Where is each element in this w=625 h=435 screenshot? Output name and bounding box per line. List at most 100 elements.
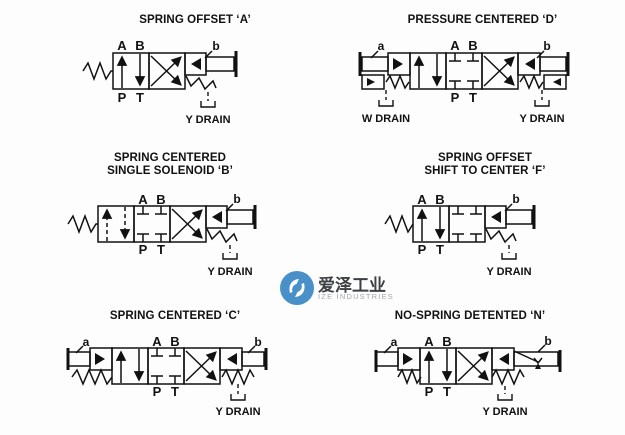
valve-b-title-line1: SPRING CENTERED — [113, 152, 227, 164]
blocked-center-box — [147, 347, 185, 385]
flow-arrows-box — [412, 205, 450, 243]
ize-logo-icon — [280, 271, 314, 305]
solenoid-b-box — [491, 347, 515, 371]
valve-f-title-line1: SPRING OFFSET — [438, 152, 532, 164]
blocked-center-box — [448, 205, 486, 243]
solenoid-b-label: b — [512, 192, 519, 206]
valve-c-panel: SPRING CENTERED ‘C’ a — [20, 310, 330, 430]
valve-d-title: PRESSURE CENTERED ‘D’ — [407, 14, 558, 26]
valve-f-title-line2: SHIFT TO CENTER ‘F’ — [424, 165, 546, 177]
solenoid-a-box — [374, 345, 421, 372]
flow-arrows-box — [409, 52, 447, 90]
spring-left-icon — [82, 60, 113, 82]
spring-under-solenoid-b-icon — [491, 368, 525, 386]
solenoid-b-label: b — [233, 192, 240, 206]
solenoid-b-box — [484, 203, 536, 229]
valve-d-diagram: a — [358, 38, 570, 125]
port-label-t: T — [157, 242, 165, 257]
spring-under-solenoid-icon — [485, 228, 517, 244]
spring-under-solenoid-a-icon — [397, 367, 422, 386]
port-label-a: A — [117, 38, 127, 53]
pilot-box-right — [519, 74, 567, 90]
port-label-t: T — [443, 384, 451, 399]
port-label-p: P — [451, 90, 460, 105]
solenoid-b-box — [184, 50, 238, 77]
solenoid-a-box — [66, 345, 113, 371]
port-label-a: A — [424, 334, 434, 349]
dashed-arrows-box — [97, 205, 135, 243]
port-label-b: B — [442, 334, 451, 349]
valve-f-panel: SPRING OFFSET SHIFT TO CENTER ‘F’ — [360, 152, 610, 292]
spring-under-solenoid-a-icon — [71, 368, 113, 386]
drain-label: Y DRAIN — [215, 406, 260, 418]
valve-c-title: SPRING CENTERED ‘C’ — [109, 310, 241, 322]
pilot-box-left — [361, 74, 410, 90]
port-label-a: A — [138, 192, 148, 207]
valve-b-title-line2: SINGLE SOLENOID ‘B’ — [107, 165, 233, 177]
valve-d-panel: PRESSURE CENTERED ‘D’ a — [340, 14, 625, 144]
watermark-company-cn: 爱泽工业 — [318, 276, 386, 295]
solenoid-a-label: a — [391, 335, 398, 349]
flow-arrows-box — [111, 347, 149, 385]
port-label-t: T — [136, 90, 144, 105]
drain-symbol-left — [378, 90, 394, 107]
crossed-arrows-box — [148, 52, 186, 90]
solenoid-b-label: b — [543, 39, 550, 53]
solenoid-b-label: b — [212, 39, 219, 53]
valve-n-panel: NO-SPRING DETENTED ‘N’ a — [350, 310, 590, 430]
crossed-arrows-box — [455, 347, 493, 385]
spring-under-solenoid-icon — [185, 75, 217, 91]
port-label-p: P — [118, 90, 127, 105]
crossed-arrows-box — [169, 205, 207, 243]
valve-a-panel: SPRING OFFSET ‘A’ — [60, 14, 330, 144]
solenoid-b-box — [517, 50, 570, 76]
detent-mechanism — [513, 344, 562, 372]
drain-label: Y DRAIN — [207, 266, 252, 278]
solenoid-a-label: a — [378, 39, 385, 53]
drain-symbol — [497, 386, 513, 401]
drain-symbol — [200, 92, 216, 108]
valve-b-panel: SPRING CENTERED SINGLE SOLENOID ‘B’ — [40, 152, 300, 292]
port-label-p: P — [418, 242, 427, 257]
port-label-p: P — [153, 384, 162, 399]
port-label-b: B — [468, 38, 477, 53]
spring-left-icon — [384, 213, 414, 235]
port-label-b: B — [170, 334, 179, 349]
drain-symbol — [230, 384, 246, 401]
port-label-a: A — [417, 192, 427, 207]
spring-under-solenoid-icon — [206, 228, 238, 244]
solenoid-a-box — [358, 50, 411, 76]
port-label-b: B — [435, 192, 444, 207]
valve-a-diagram: b Y DRAIN A B P T — [82, 38, 238, 126]
solenoid-b-box — [205, 203, 257, 229]
port-label-t: T — [436, 242, 444, 257]
port-label-a: A — [152, 334, 162, 349]
drain-y-label: Y DRAIN — [519, 113, 564, 125]
watermark-company-en: IZE INDUSTRIES — [318, 292, 394, 301]
drain-symbol — [222, 245, 238, 260]
solenoid-b-label: b — [544, 334, 551, 348]
port-label-p: P — [425, 384, 434, 399]
valve-n-title: NO-SPRING DETENTED ‘N’ — [394, 310, 546, 322]
drain-label: Y DRAIN — [482, 406, 527, 418]
solenoid-b-label: b — [254, 335, 261, 349]
port-label-p: P — [139, 242, 148, 257]
spring-left-icon — [67, 213, 98, 235]
flow-arrows-box — [112, 52, 150, 90]
blocked-center-box — [445, 52, 483, 90]
port-label-b: B — [135, 38, 144, 53]
blocked-center-box — [133, 205, 171, 243]
port-label-b: B — [156, 192, 165, 207]
port-label-a: A — [450, 38, 460, 53]
valve-f-diagram: b Y DRAIN A B P T — [384, 192, 536, 278]
drain-symbol — [501, 245, 517, 260]
spring-under-solenoid-b-icon — [221, 368, 255, 386]
valve-a-title: SPRING OFFSET ‘A’ — [139, 14, 251, 26]
solenoid-b-box — [219, 345, 268, 371]
drain-symbol-right — [534, 90, 550, 107]
valve-n-diagram: a — [374, 334, 562, 418]
crossed-arrows-box — [481, 52, 519, 90]
watermark: 爱泽工业 IZE INDUSTRIES — [279, 268, 419, 310]
drain-w-label: W DRAIN — [362, 113, 410, 125]
